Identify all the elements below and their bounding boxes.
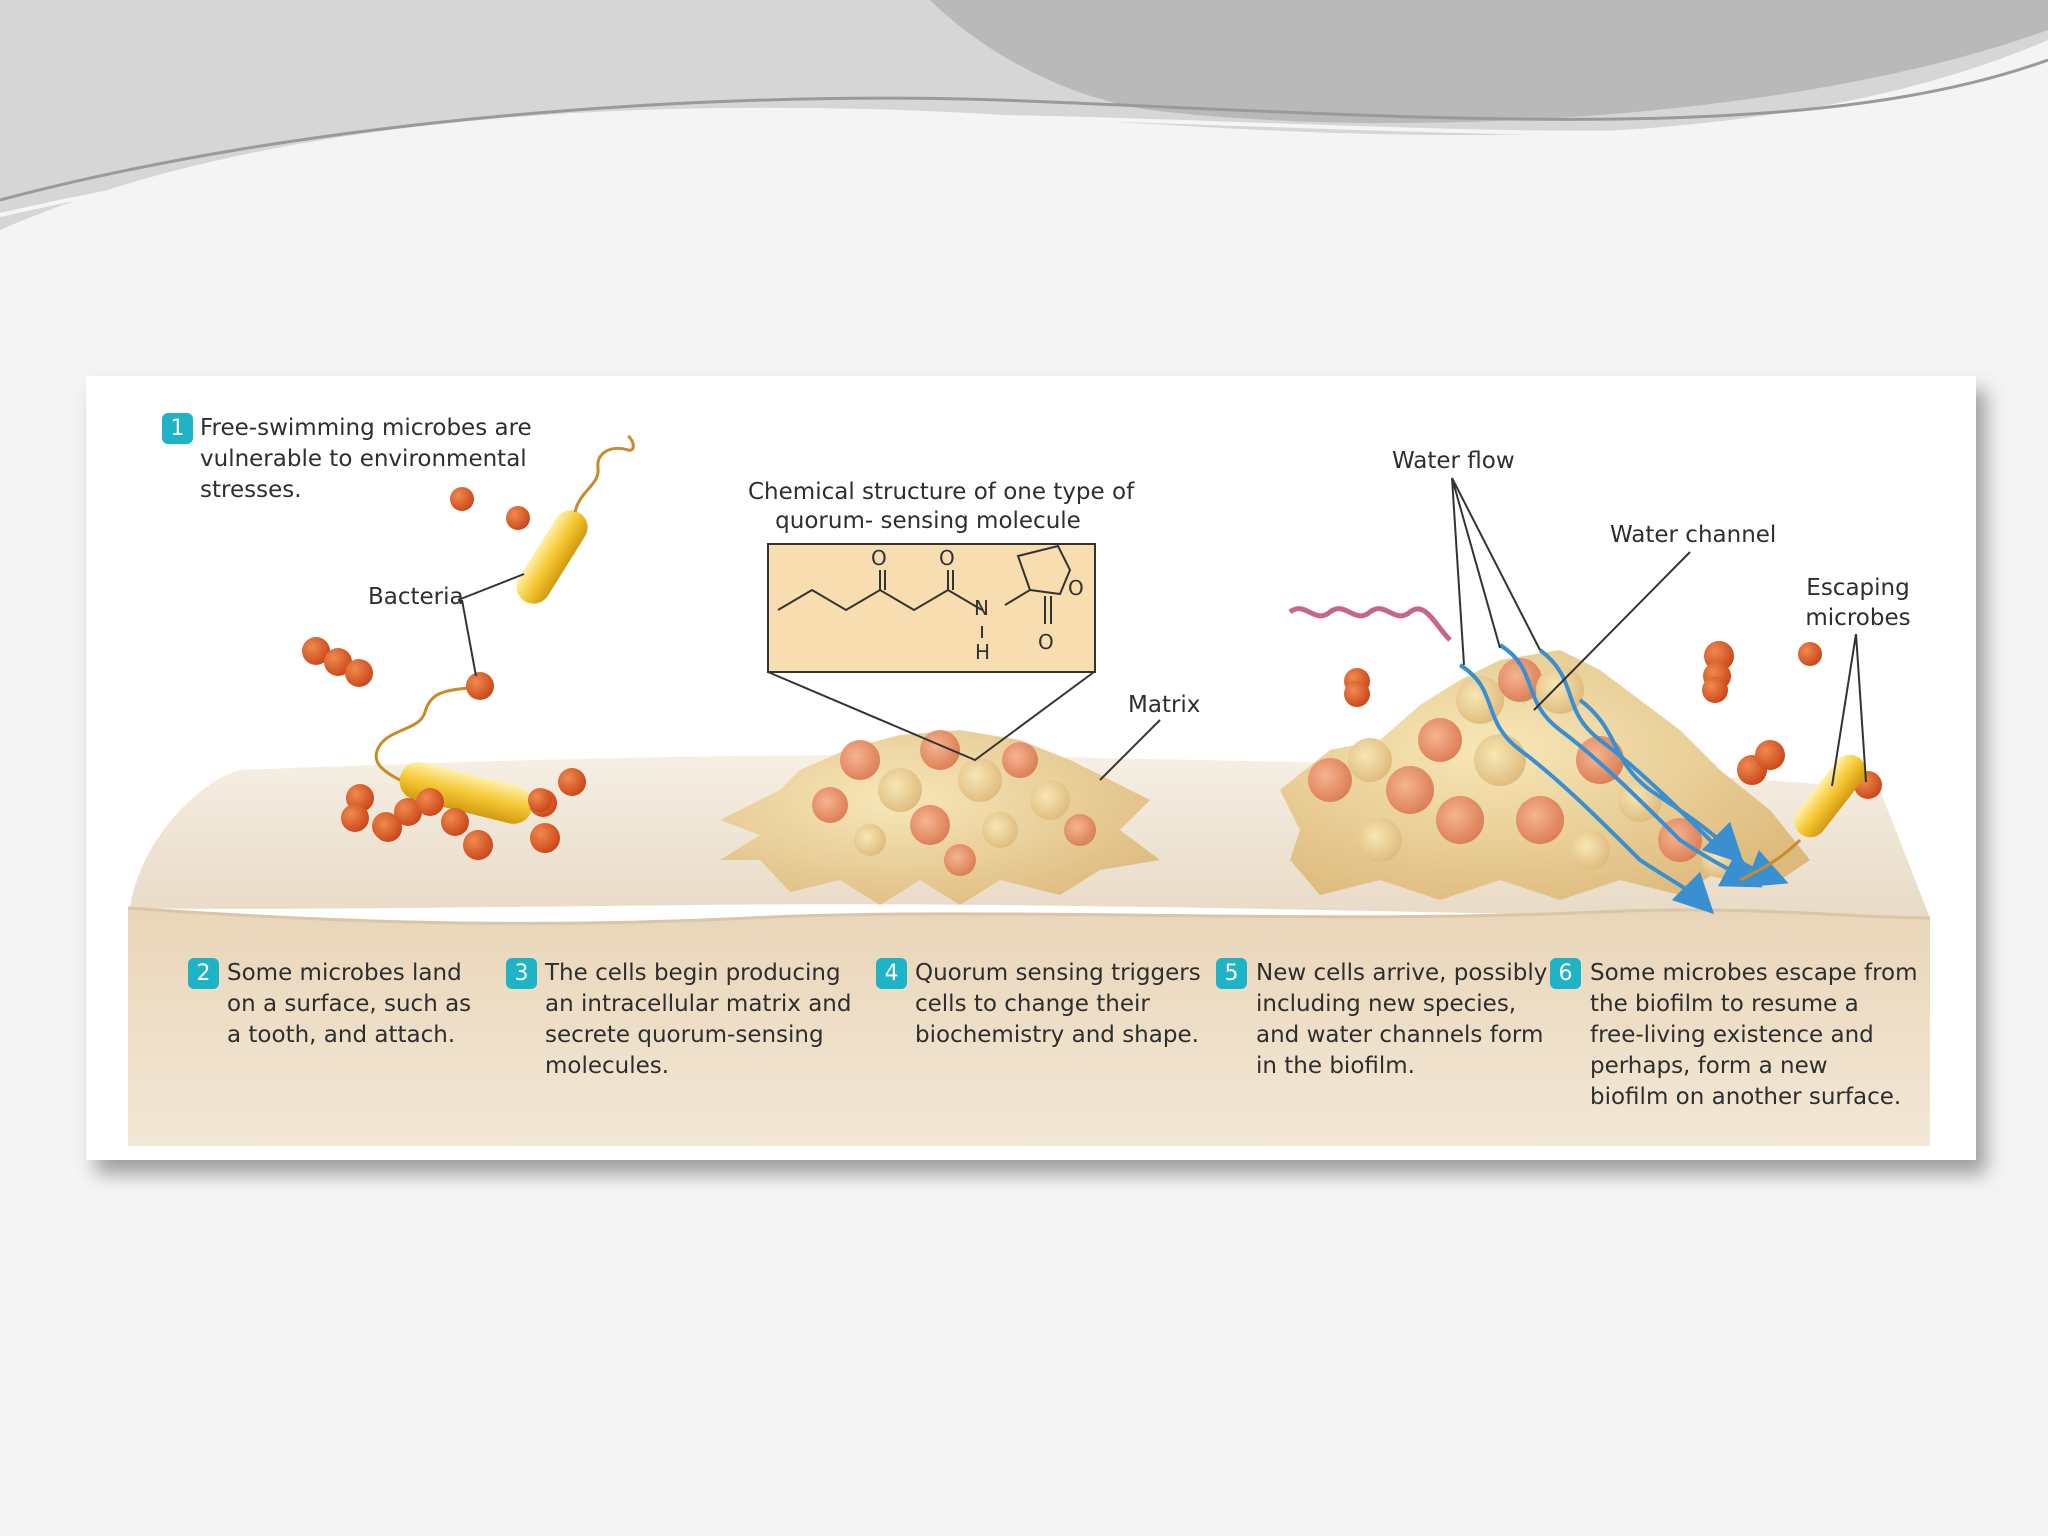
step-2-text: Some microbes land on a surface, such as…	[227, 960, 472, 1048]
escaping-microbes-group	[1288, 606, 1882, 882]
step-6-text: Some microbes escape from the biofilm to…	[1590, 960, 1918, 1110]
label-chemical-line1: Chemical structure of one type of	[748, 479, 1135, 505]
label-matrix: Matrix	[1128, 692, 1201, 718]
chem-atom-o-carbonyl: O	[1038, 630, 1054, 654]
surface-front	[128, 908, 1930, 1146]
label-chemical-line2: quorum- sensing molecule	[775, 508, 1081, 534]
water-flow-arrows	[1458, 643, 1789, 915]
step-6-badge: 6	[1550, 958, 1581, 989]
step-3-text: The cells begin producing an intracellul…	[545, 960, 852, 1079]
chem-atom-o-ring: O	[1068, 576, 1084, 600]
label-water-channel: Water channel	[1610, 522, 1777, 548]
callout-lines	[767, 477, 1867, 787]
step-1-badge: 1	[162, 413, 193, 444]
step-1-text: Free-swimming microbes are vulnerable to…	[200, 415, 532, 503]
chem-atom-o1: O	[871, 546, 887, 570]
step-2-badge: 2	[188, 958, 219, 989]
label-water-flow: Water flow	[1392, 448, 1515, 474]
step-4-text: Quorum sensing triggers cells to change …	[915, 960, 1201, 1048]
step-3-badge: 3	[506, 958, 537, 989]
step-5-badge: 5	[1216, 958, 1247, 989]
label-bacteria: Bacteria	[368, 584, 464, 610]
label-escaping-line1: Escaping	[1806, 575, 1910, 601]
label-escaping-line2: microbes	[1805, 605, 1911, 631]
step-4-badge: 4	[876, 958, 907, 989]
chem-atom-o2: O	[939, 546, 955, 570]
header-swoosh-decoration	[0, 0, 2048, 230]
chem-atom-n: N	[974, 596, 989, 620]
chemical-structure-box	[767, 543, 1096, 673]
chem-atom-h: H	[975, 640, 991, 664]
step-5-text: New cells arrive, possibly including new…	[1256, 960, 1548, 1079]
free-swimming-microbes	[302, 434, 635, 700]
attached-bacteria-group	[341, 686, 586, 860]
